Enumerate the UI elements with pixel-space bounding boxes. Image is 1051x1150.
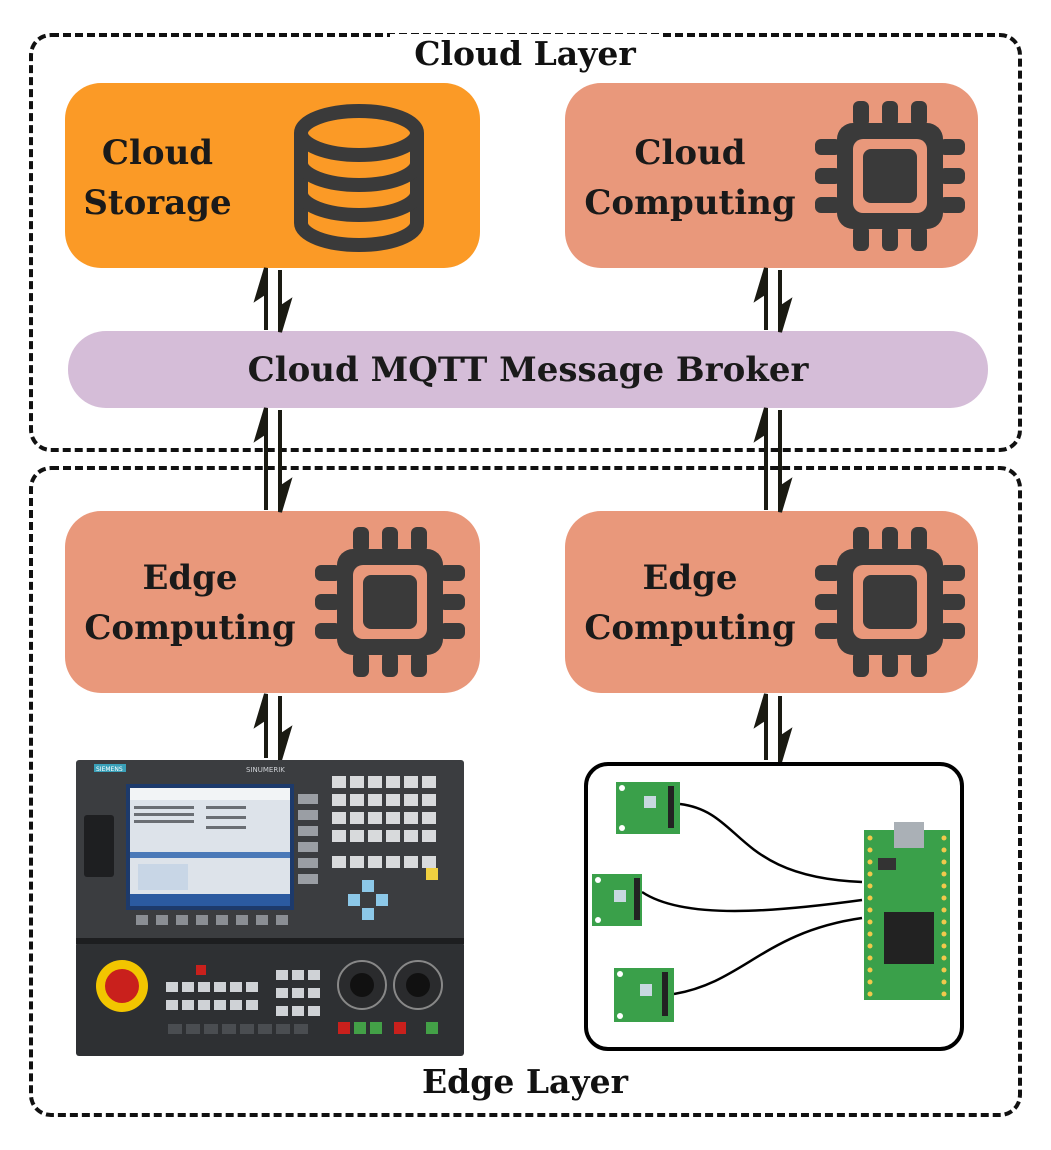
cloud-computing-node: Cloud Computing [565, 83, 978, 268]
cpu-chip-icon [815, 527, 965, 677]
cpu-chip-icon [815, 101, 965, 251]
microcontroller-board [864, 822, 950, 1000]
cloud-storage-node: Cloud Storage [65, 83, 480, 268]
database-icon [294, 104, 424, 252]
microcontroller-with-sensors-icon [592, 782, 950, 1022]
cnc-control-panel-image: SIEMENS SINUMERIK [76, 760, 464, 1056]
cloud-storage-label: Cloud Storage [83, 133, 232, 223]
cnc-model-label: SINUMERIK [246, 766, 285, 774]
sensor-module [614, 968, 674, 1022]
arrow-storage-broker [253, 267, 293, 333]
edge-layer-frame [29, 466, 1022, 1117]
cnc-brand-label: SIEMENS [96, 766, 123, 773]
arrow-broker-edge-left [253, 407, 293, 513]
arrow-edge-right-board [753, 693, 793, 763]
edge-layer-title: Edge Layer [400, 1062, 650, 1106]
edge-computing-left-node: Edge Computing [65, 511, 480, 693]
arrow-broker-edge-right [753, 407, 793, 513]
mqtt-broker: Cloud MQTT Message Broker [68, 331, 988, 408]
cloud-layer-title: Cloud Layer [390, 34, 660, 76]
edge-computing-right-node: Edge Computing [565, 511, 978, 693]
sensor-module [592, 874, 642, 926]
cpu-chip-icon [315, 527, 465, 677]
edge-computing-left-label: Edge Computing [84, 558, 296, 648]
arrow-computing-broker [753, 267, 793, 333]
sensor-module [616, 782, 680, 834]
edge-computing-right-label: Edge Computing [584, 558, 796, 648]
cloud-computing-label: Cloud Computing [584, 133, 796, 223]
arrow-edge-left-cnc [253, 693, 293, 761]
